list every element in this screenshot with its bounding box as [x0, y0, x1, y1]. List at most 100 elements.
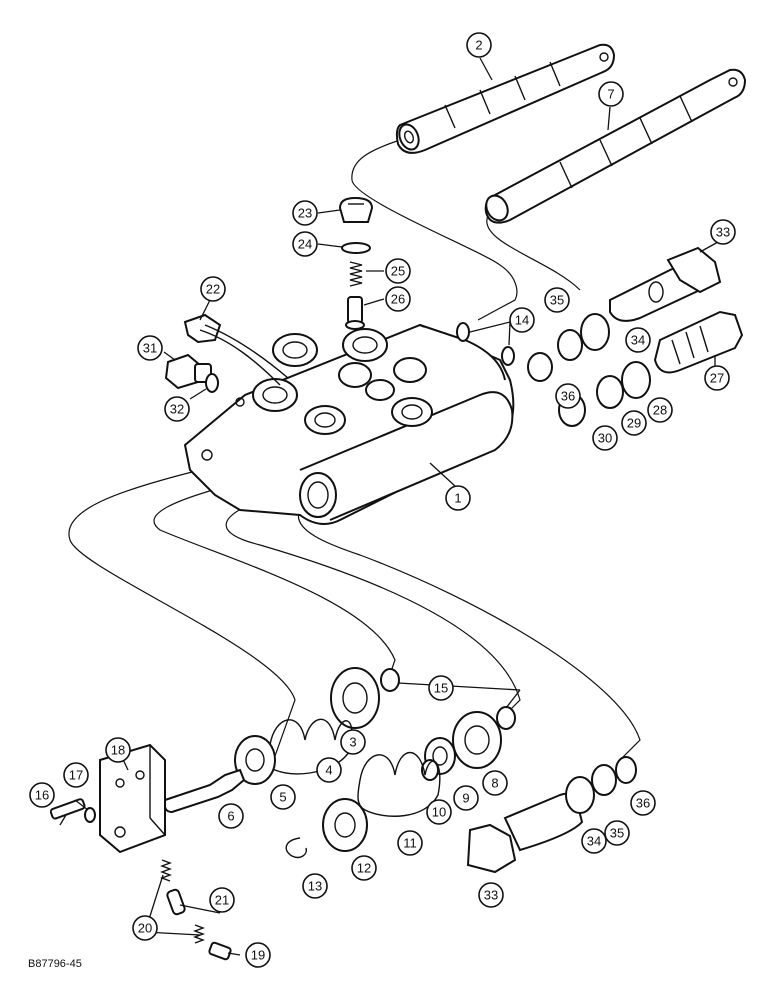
- callout-32: 32: [164, 396, 190, 422]
- callout-33-top: 33: [710, 219, 736, 245]
- callout-5: 5: [270, 784, 296, 810]
- callout-3: 3: [340, 729, 366, 755]
- spring-25: [349, 261, 363, 287]
- washer-36a: [527, 352, 553, 382]
- snap-ring-13: [285, 837, 307, 859]
- o-ring-34a: [580, 313, 610, 351]
- callouts: 1 2 3 4 5 6 7 8 9 10 11 12 13 14 15 16 1…: [29, 32, 736, 968]
- svg-text:33: 33: [716, 225, 730, 240]
- o-ring-28: [621, 361, 651, 399]
- svg-text:18: 18: [111, 743, 125, 758]
- svg-text:28: 28: [653, 403, 667, 418]
- callout-17: 17: [63, 762, 89, 788]
- callout-28: 28: [647, 397, 673, 423]
- callout-13: 13: [302, 873, 328, 899]
- callout-14: 14: [509, 307, 535, 333]
- callout-33-bottom: 33: [478, 882, 504, 908]
- svg-text:2: 2: [475, 38, 482, 53]
- svg-text:27: 27: [710, 371, 724, 386]
- svg-text:35: 35: [610, 826, 624, 841]
- svg-text:17: 17: [69, 768, 83, 783]
- svg-text:19: 19: [251, 948, 265, 963]
- svg-text:33: 33: [484, 888, 498, 903]
- callout-26: 26: [385, 286, 411, 312]
- svg-text:14: 14: [515, 313, 529, 328]
- spring-11: [357, 752, 441, 817]
- spool-7: [484, 68, 747, 224]
- svg-text:23: 23: [298, 206, 312, 221]
- o-ring-32: [205, 373, 219, 393]
- callout-19: 19: [245, 942, 271, 968]
- callout-25: 25: [385, 258, 411, 284]
- o-ring-34b: [565, 776, 595, 814]
- washer-5: [234, 735, 276, 785]
- svg-text:3: 3: [349, 735, 356, 750]
- svg-text:15: 15: [434, 681, 448, 696]
- svg-text:6: 6: [227, 809, 234, 824]
- svg-text:36: 36: [636, 796, 650, 811]
- svg-text:8: 8: [491, 776, 498, 791]
- svg-text:1: 1: [454, 491, 461, 506]
- svg-text:35: 35: [550, 293, 564, 308]
- o-ring-15a: [380, 668, 400, 692]
- callout-15: 15: [428, 675, 454, 701]
- svg-text:20: 20: [138, 921, 152, 936]
- svg-text:16: 16: [35, 788, 49, 803]
- poppet-26: [345, 296, 365, 330]
- washer-29: [596, 375, 624, 409]
- relief-valve-33b: [466, 792, 584, 874]
- svg-text:12: 12: [357, 861, 371, 876]
- callout-11: 11: [397, 830, 423, 856]
- tube-22: [199, 329, 281, 386]
- callout-34-bottom: 34: [581, 828, 607, 854]
- svg-text:24: 24: [298, 237, 312, 252]
- plug-31: [164, 353, 212, 390]
- leader-lines: [59, 57, 719, 956]
- callout-22: 22: [200, 276, 226, 302]
- callout-6: 6: [218, 803, 244, 829]
- callout-35-top: 35: [544, 287, 570, 313]
- svg-text:4: 4: [325, 763, 332, 778]
- callout-18: 18: [105, 737, 131, 763]
- callout-21: 21: [209, 887, 235, 913]
- spring-4: [267, 718, 353, 775]
- callout-24: 24: [292, 231, 318, 257]
- callout-23: 23: [292, 200, 318, 226]
- plug-23: [338, 196, 374, 223]
- valve-27: [653, 310, 744, 374]
- callout-9: 9: [453, 785, 479, 811]
- spring-20a: [160, 859, 172, 882]
- svg-text:34: 34: [587, 834, 601, 849]
- svg-text:13: 13: [308, 879, 322, 894]
- spring-seat-3: [330, 667, 380, 729]
- svg-text:29: 29: [627, 416, 641, 431]
- callout-34-top: 34: [625, 327, 651, 353]
- o-ring-35b: [591, 764, 617, 796]
- end-cap-18: [99, 743, 166, 854]
- callout-27: 27: [704, 365, 730, 391]
- pin-21: [166, 888, 186, 916]
- svg-text:5: 5: [279, 790, 286, 805]
- callout-30: 30: [592, 425, 618, 451]
- svg-text:32: 32: [170, 402, 184, 417]
- callout-29: 29: [621, 410, 647, 436]
- callout-4: 4: [316, 757, 342, 783]
- spring-20b: [193, 924, 205, 944]
- svg-text:9: 9: [462, 791, 469, 806]
- o-ring-15b: [496, 706, 516, 730]
- svg-text:21: 21: [215, 893, 229, 908]
- callout-2: 2: [466, 32, 492, 58]
- callout-10: 10: [426, 799, 452, 825]
- cap-22: [183, 313, 222, 344]
- o-ring-14a: [456, 322, 470, 342]
- callout-1: 1: [445, 485, 471, 511]
- spool-2: [395, 43, 616, 154]
- valve-body: [183, 323, 515, 525]
- callout-36-top: 36: [555, 383, 581, 409]
- svg-text:22: 22: [206, 282, 220, 297]
- svg-text:30: 30: [598, 431, 612, 446]
- svg-text:31: 31: [143, 341, 157, 356]
- svg-text:11: 11: [403, 836, 417, 851]
- relief-valve-33a: [609, 246, 722, 322]
